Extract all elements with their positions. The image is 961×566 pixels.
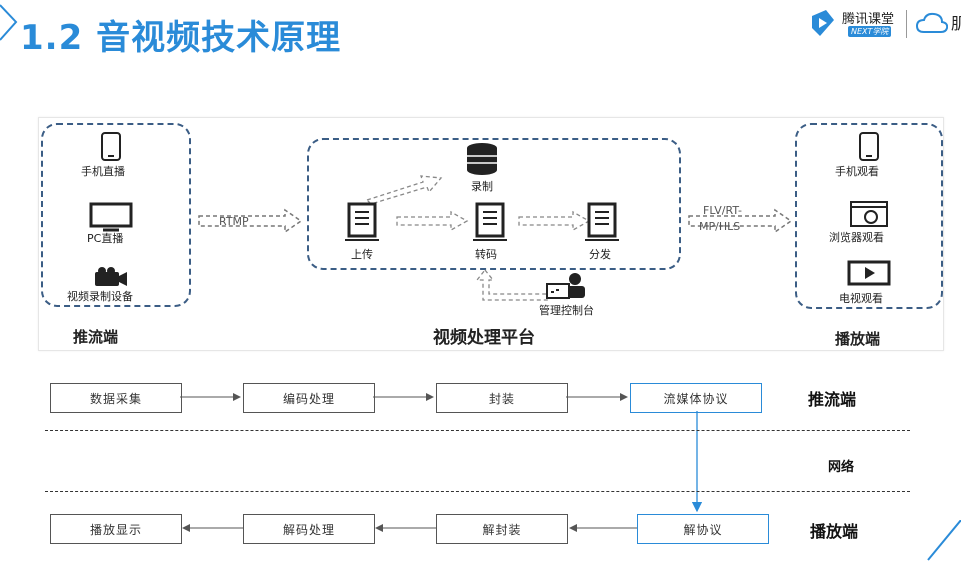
transcode-label: 转码: [475, 248, 497, 261]
protocol-label-line1: FLV/RT-: [703, 204, 742, 217]
device-label-video-recorder: 视频录制设备: [67, 290, 133, 303]
device-label-pc-live: PC直播: [87, 232, 124, 245]
push-end-label: 推流端: [73, 328, 119, 346]
device-label-browser-watch: 浏览器观看: [829, 231, 884, 244]
flow-step-playback-display: 播放显示: [50, 514, 182, 544]
device-label-phone-watch: 手机观看: [835, 165, 879, 178]
tv-play-icon: [847, 260, 891, 286]
brand-cut-text: 肌: [951, 14, 961, 33]
flow-step-decoding: 解码处理: [243, 514, 375, 544]
play-devices-group: [795, 123, 943, 309]
brand-divider: [906, 10, 907, 38]
phone-icon: [101, 132, 121, 161]
admin-console-icon: [546, 273, 585, 299]
page-title: 1.2 音视频技术原理: [20, 18, 342, 58]
playback-protocol-arrow: [688, 208, 793, 234]
flow-step-unpackaging: 解封装: [436, 514, 568, 544]
play-end-label: 播放端: [835, 330, 881, 348]
push-row-label: 推流端: [808, 390, 857, 409]
rtmp-arrow: [198, 208, 303, 234]
tencent-classroom-logo-icon: [812, 10, 834, 36]
phone-icon: [859, 132, 879, 161]
upload-to-transcode-arrow: [396, 210, 469, 232]
flow-step-streaming-protocol: 流媒体协议: [630, 383, 762, 413]
distribute-server-icon: [585, 202, 619, 241]
processing-platform-group: [307, 138, 681, 270]
corner-decoration-top-left: [0, 4, 18, 41]
protocol-label-line2: MP/HLS: [699, 220, 741, 233]
camera-icon: [95, 267, 127, 286]
rtmp-label: RTMP: [219, 215, 249, 228]
flow-step-packaging: 封装: [436, 383, 568, 413]
corner-decoration-bottom-right: [927, 520, 961, 561]
upload-to-record-arrow: [365, 175, 443, 205]
brand-subname: NEXT学院: [848, 26, 892, 37]
network-separator-bottom: [45, 491, 910, 492]
flow-step-encoding: 编码处理: [243, 383, 375, 413]
device-label-tv-watch: 电视观看: [839, 292, 883, 305]
network-label: 网络: [828, 460, 855, 475]
database-icon: [467, 143, 497, 175]
cloud-icon: [916, 12, 948, 33]
record-label: 录制: [471, 180, 493, 193]
platform-label: 视频处理平台: [433, 328, 535, 348]
transcode-server-icon: [473, 202, 507, 241]
upload-label: 上传: [351, 248, 373, 261]
brand-name: 腾讯课堂: [842, 12, 895, 27]
monitor-icon: [89, 202, 133, 232]
distribute-label: 分发: [589, 248, 611, 261]
play-row-label: 播放端: [810, 522, 859, 541]
flow-step-data-capture: 数据采集: [50, 383, 182, 413]
flow-step-protocol-parsing: 解协议: [637, 514, 769, 544]
upload-server-icon: [345, 202, 379, 241]
device-label-phone-live: 手机直播: [81, 165, 125, 178]
transcode-to-distribute-arrow: [518, 210, 591, 232]
browser-icon: [850, 201, 888, 227]
console-label: 管理控制台: [539, 304, 594, 317]
architecture-diagram-panel: 手机直播 PC直播 视频录制设备 推流端 RTMP 录制 上传: [38, 117, 944, 351]
push-devices-group: [41, 123, 191, 307]
network-separator-top: [45, 430, 910, 431]
brand-area: 腾讯课堂 NEXT学院 肌: [808, 6, 961, 42]
